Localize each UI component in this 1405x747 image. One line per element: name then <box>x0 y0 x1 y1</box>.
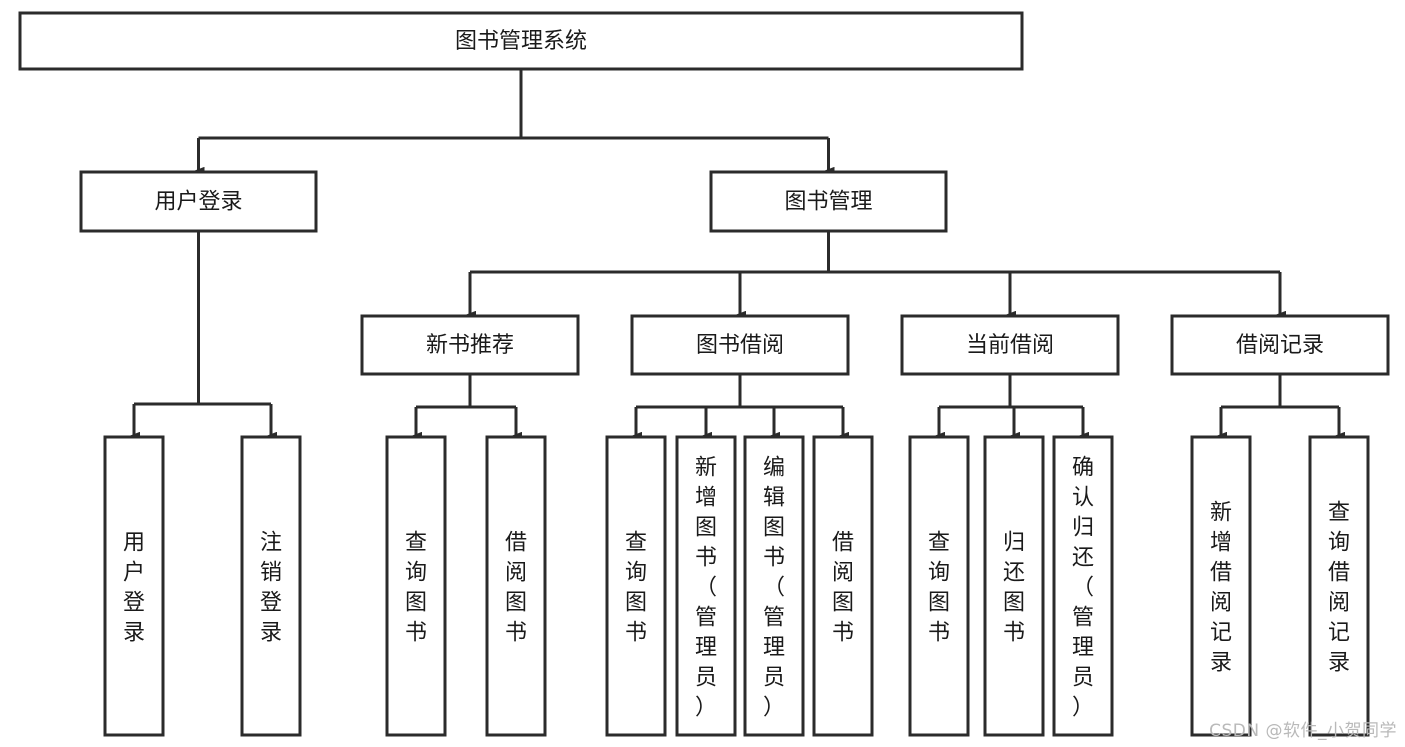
node-label-borrow-record: 借阅记录 <box>1236 333 1324 358</box>
node-leaf-user-logout[interactable]: 注销登录 <box>240 435 302 737</box>
node-book-borrow[interactable]: 图书借阅 <box>630 314 850 376</box>
node-new-book-recommend[interactable]: 新书推荐 <box>360 314 580 376</box>
node-leaf-add-record[interactable]: 新增借阅记录 <box>1190 435 1252 737</box>
node-box-leaf-user-logout[interactable] <box>240 435 302 737</box>
node-leaf-return-book[interactable]: 归还图书 <box>983 435 1045 737</box>
node-label-root: 图书管理系统 <box>455 29 587 54</box>
boxes-layer: 图书管理系统用户登录图书管理新书推荐图书借阅当前借阅借阅记录用户登录注销登录查询… <box>18 11 1390 737</box>
node-label-book-manage: 图书管理 <box>784 190 872 215</box>
node-label-new-book-recommend: 新书推荐 <box>426 333 514 358</box>
node-label-leaf-user-logout: 注销登录 <box>260 530 282 645</box>
node-label-leaf-add-record: 新增借阅记录 <box>1210 500 1232 675</box>
node-label-leaf-query-record: 查询借阅记录 <box>1328 500 1350 675</box>
node-box-leaf-borrow-book-2[interactable] <box>812 435 874 737</box>
node-label-leaf-borrow-book-2: 借阅图书 <box>832 530 854 645</box>
node-box-current-borrow[interactable] <box>900 314 1120 376</box>
node-leaf-borrow-book-1[interactable]: 借阅图书 <box>485 435 547 737</box>
node-box-borrow-record[interactable] <box>1170 314 1390 376</box>
node-box-book-borrow[interactable] <box>630 314 850 376</box>
node-leaf-user-login[interactable]: 用户登录 <box>103 435 165 737</box>
node-leaf-query-book-2[interactable]: 查询图书 <box>605 435 667 737</box>
node-leaf-query-record[interactable]: 查询借阅记录 <box>1308 435 1370 737</box>
node-box-new-book-recommend[interactable] <box>360 314 580 376</box>
node-label-leaf-query-book-3: 查询图书 <box>928 530 950 645</box>
node-box-leaf-query-book-3[interactable] <box>908 435 970 737</box>
node-box-leaf-return-book[interactable] <box>983 435 1045 737</box>
node-box-leaf-borrow-book-1[interactable] <box>485 435 547 737</box>
node-leaf-borrow-book-2[interactable]: 借阅图书 <box>812 435 874 737</box>
node-leaf-query-book-1[interactable]: 查询图书 <box>385 435 447 737</box>
node-label-book-borrow: 图书借阅 <box>696 333 784 358</box>
node-box-root[interactable] <box>18 11 1024 71</box>
node-box-user-login[interactable] <box>79 170 318 233</box>
node-borrow-record[interactable]: 借阅记录 <box>1170 314 1390 376</box>
node-box-leaf-add-record[interactable] <box>1190 435 1252 737</box>
node-box-leaf-query-record[interactable] <box>1308 435 1370 737</box>
node-leaf-query-book-3[interactable]: 查询图书 <box>908 435 970 737</box>
node-label-user-login: 用户登录 <box>154 190 242 215</box>
node-user-login[interactable]: 用户登录 <box>79 170 318 233</box>
node-label-leaf-query-book-2: 查询图书 <box>625 530 647 645</box>
node-box-leaf-edit-book[interactable] <box>743 435 805 737</box>
node-box-leaf-add-book[interactable] <box>675 435 737 737</box>
node-label-leaf-user-login: 用户登录 <box>123 530 145 645</box>
node-label-leaf-query-book-1: 查询图书 <box>405 530 427 645</box>
node-label-leaf-add-book: 新增图书（管理员） <box>695 455 717 720</box>
node-leaf-edit-book[interactable]: 编辑图书（管理员） <box>743 435 805 737</box>
node-book-manage[interactable]: 图书管理 <box>709 170 948 233</box>
node-current-borrow[interactable]: 当前借阅 <box>900 314 1120 376</box>
node-box-leaf-query-book-2[interactable] <box>605 435 667 737</box>
node-box-leaf-confirm-return[interactable] <box>1052 435 1114 737</box>
node-leaf-confirm-return[interactable]: 确认归还（管理员） <box>1052 435 1114 737</box>
node-label-current-borrow: 当前借阅 <box>966 333 1054 358</box>
node-label-leaf-edit-book: 编辑图书（管理员） <box>763 455 785 720</box>
node-box-book-manage[interactable] <box>709 170 948 233</box>
node-box-leaf-query-book-1[interactable] <box>385 435 447 737</box>
node-box-leaf-user-login[interactable] <box>103 435 165 737</box>
watermark-label: CSDN @软件_小贺同学 <box>1209 721 1397 741</box>
node-leaf-add-book[interactable]: 新增图书（管理员） <box>675 435 737 737</box>
node-label-leaf-return-book: 归还图书 <box>1003 530 1025 645</box>
connectors-layer <box>134 69 1339 436</box>
node-root[interactable]: 图书管理系统 <box>18 11 1024 71</box>
node-label-leaf-confirm-return: 确认归还（管理员） <box>1072 455 1094 720</box>
node-label-leaf-borrow-book-1: 借阅图书 <box>505 530 527 645</box>
